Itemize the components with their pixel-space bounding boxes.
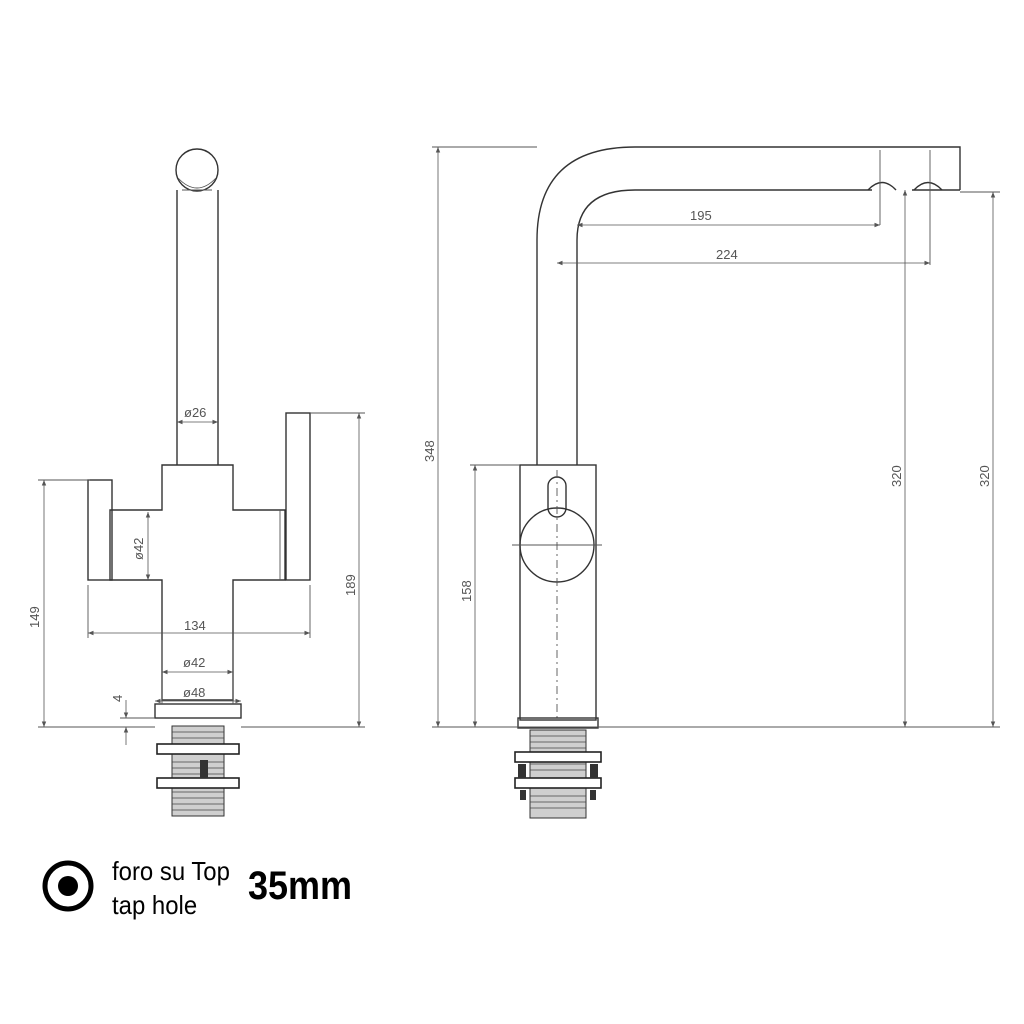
- dim-body-height: 158: [459, 580, 474, 602]
- dim-base-thickness: 4: [110, 695, 125, 702]
- side-thread: [529, 729, 587, 819]
- dim-reach-195: 195: [690, 208, 712, 223]
- side-body: [519, 464, 597, 721]
- dim-outlet-height-a: 320: [889, 465, 904, 487]
- front-nut-1: [156, 743, 240, 755]
- dim-reach-224: 224: [716, 247, 738, 262]
- spout-inner: [576, 189, 872, 465]
- target-circle-icon: [42, 860, 94, 912]
- side-nut-2: [514, 777, 602, 789]
- side-view: 195 224 348 158 320 320: [422, 146, 1000, 819]
- dim-base-diameter-42: ø42: [183, 655, 205, 670]
- dim-height-149: 149: [27, 606, 42, 628]
- spout-head: [175, 148, 219, 192]
- dim-total-height: 348: [422, 440, 437, 462]
- aerator-1: [867, 181, 897, 191]
- spout-outer: [536, 146, 961, 465]
- dim-outlet-height-b: 320: [977, 465, 992, 487]
- front-nut-2: [156, 777, 240, 789]
- legend-line-italian: foro su Top: [112, 856, 230, 886]
- left-handle: [87, 479, 113, 581]
- base-plate: [154, 703, 242, 719]
- tap-hole-legend: foro su Top tap hole 35mm: [40, 850, 380, 930]
- front-view: ø26 ø42 134 ø42 ø48 4 149 189: [27, 148, 365, 817]
- dim-body-diameter: ø42: [131, 538, 146, 560]
- legend-line-english: tap hole: [112, 890, 198, 920]
- dim-height-189: 189: [343, 574, 358, 596]
- front-thread: [171, 725, 225, 817]
- dim-base-diameter-48: ø48: [183, 685, 205, 700]
- legend-label: foro su Top tap hole: [112, 854, 230, 922]
- dim-handle-span: 134: [184, 618, 206, 633]
- dim-spout-diameter: ø26: [184, 405, 206, 420]
- hole-size: 35mm: [248, 864, 353, 908]
- aerator-2: [913, 181, 943, 191]
- right-handle: [285, 412, 311, 581]
- side-nut-1: [514, 751, 602, 763]
